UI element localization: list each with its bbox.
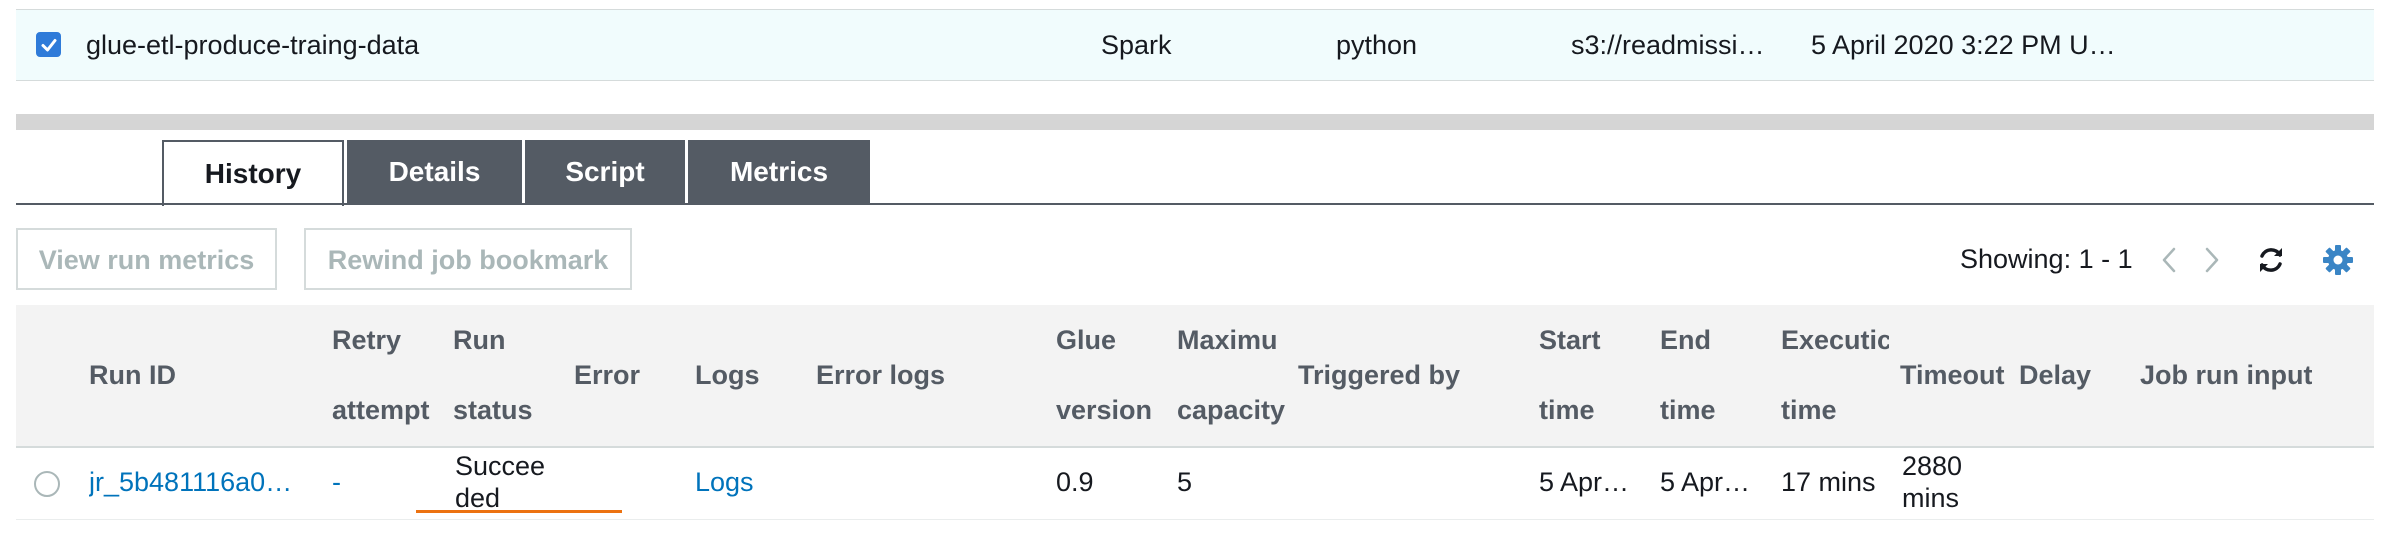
col-delay[interactable]: Delay: [2019, 360, 2092, 390]
gear-icon[interactable]: [2322, 244, 2354, 276]
col-retry-attempt-line1[interactable]: Retry: [332, 325, 402, 355]
job-name: glue-etl-produce-traing-data: [86, 30, 420, 60]
col-job-run-input[interactable]: Job run input: [2140, 360, 2313, 390]
run-status-underline: [416, 510, 622, 513]
col-max-capacity-line2[interactable]: capacity: [1177, 395, 1285, 425]
end-time-value: 5 Apr…: [1660, 467, 1751, 497]
rewind-job-bookmark-button[interactable]: Rewind job bookmark: [304, 228, 632, 290]
col-glue-version-line2[interactable]: version: [1056, 395, 1153, 425]
col-execution-time-line1[interactable]: Executic: [1781, 325, 1889, 355]
job-created-date: 5 April 2020 3:22 PM U…: [1811, 30, 2116, 60]
table-row[interactable]: jr_5b481116a0… - Succee ded Logs 0.9 5 5…: [16, 447, 2374, 520]
col-end-time-line2[interactable]: time: [1660, 395, 1716, 425]
col-run-id[interactable]: Run ID: [89, 360, 176, 390]
start-time-value: 5 Apr…: [1539, 467, 1630, 497]
chevron-right-icon[interactable]: [2203, 246, 2221, 274]
tab-history[interactable]: History: [162, 140, 344, 206]
run-id-link[interactable]: jr_5b481116a0…: [89, 467, 293, 497]
job-script-location: s3://readmissi…: [1571, 30, 1765, 60]
job-language: python: [1336, 30, 1418, 60]
refresh-icon[interactable]: [2255, 244, 2287, 276]
col-glue-version-line1[interactable]: Glue: [1056, 325, 1117, 355]
col-start-time-line1[interactable]: Start: [1539, 325, 1601, 355]
checkmark-icon: [41, 39, 57, 52]
col-logs[interactable]: Logs: [695, 360, 760, 390]
col-run-status-line1[interactable]: Run: [453, 325, 506, 355]
col-max-capacity-line1[interactable]: Maximu: [1177, 325, 1278, 355]
col-timeout[interactable]: Timeout: [1900, 360, 2005, 390]
col-start-time-line2[interactable]: time: [1539, 395, 1595, 425]
runs-table-header: Run ID Retry attempt Run status Error Lo…: [16, 305, 2374, 448]
execution-time-value: 17 mins: [1781, 467, 1876, 497]
col-retry-attempt-line2[interactable]: attempt: [332, 395, 430, 425]
job-type: Spark: [1101, 30, 1172, 60]
timeout-line1: 2880: [1902, 451, 1963, 481]
col-error[interactable]: Error: [574, 360, 641, 390]
tab-details[interactable]: Details: [347, 140, 522, 204]
col-triggered-by[interactable]: Triggered by: [1298, 360, 1461, 390]
timeout-line2: mins: [1902, 483, 1960, 513]
panel-split-divider[interactable]: [16, 114, 2374, 130]
tab-script[interactable]: Script: [525, 140, 685, 204]
selected-job-row[interactable]: glue-etl-produce-traing-data Spark pytho…: [16, 9, 2374, 81]
pagination-showing: Showing: 1 - 1: [1960, 244, 2133, 274]
run-status-line1: Succee: [455, 451, 546, 481]
retry-attempt-value: -: [332, 467, 341, 497]
view-run-metrics-button[interactable]: View run metrics: [16, 228, 277, 290]
glue-version-value: 0.9: [1056, 467, 1094, 497]
col-end-time-line1[interactable]: End: [1660, 325, 1711, 355]
run-select-radio[interactable]: [34, 471, 60, 497]
col-error-logs[interactable]: Error logs: [816, 360, 946, 390]
max-capacity-value: 5: [1177, 467, 1193, 497]
tab-metrics[interactable]: Metrics: [688, 140, 870, 204]
tabs-baseline: [16, 203, 2374, 205]
logs-link[interactable]: Logs: [695, 467, 754, 497]
job-select-checkbox[interactable]: [36, 32, 61, 57]
chevron-left-icon[interactable]: [2160, 246, 2178, 274]
col-execution-time-line2[interactable]: time: [1781, 395, 1837, 425]
col-run-status-line2[interactable]: status: [453, 395, 533, 425]
